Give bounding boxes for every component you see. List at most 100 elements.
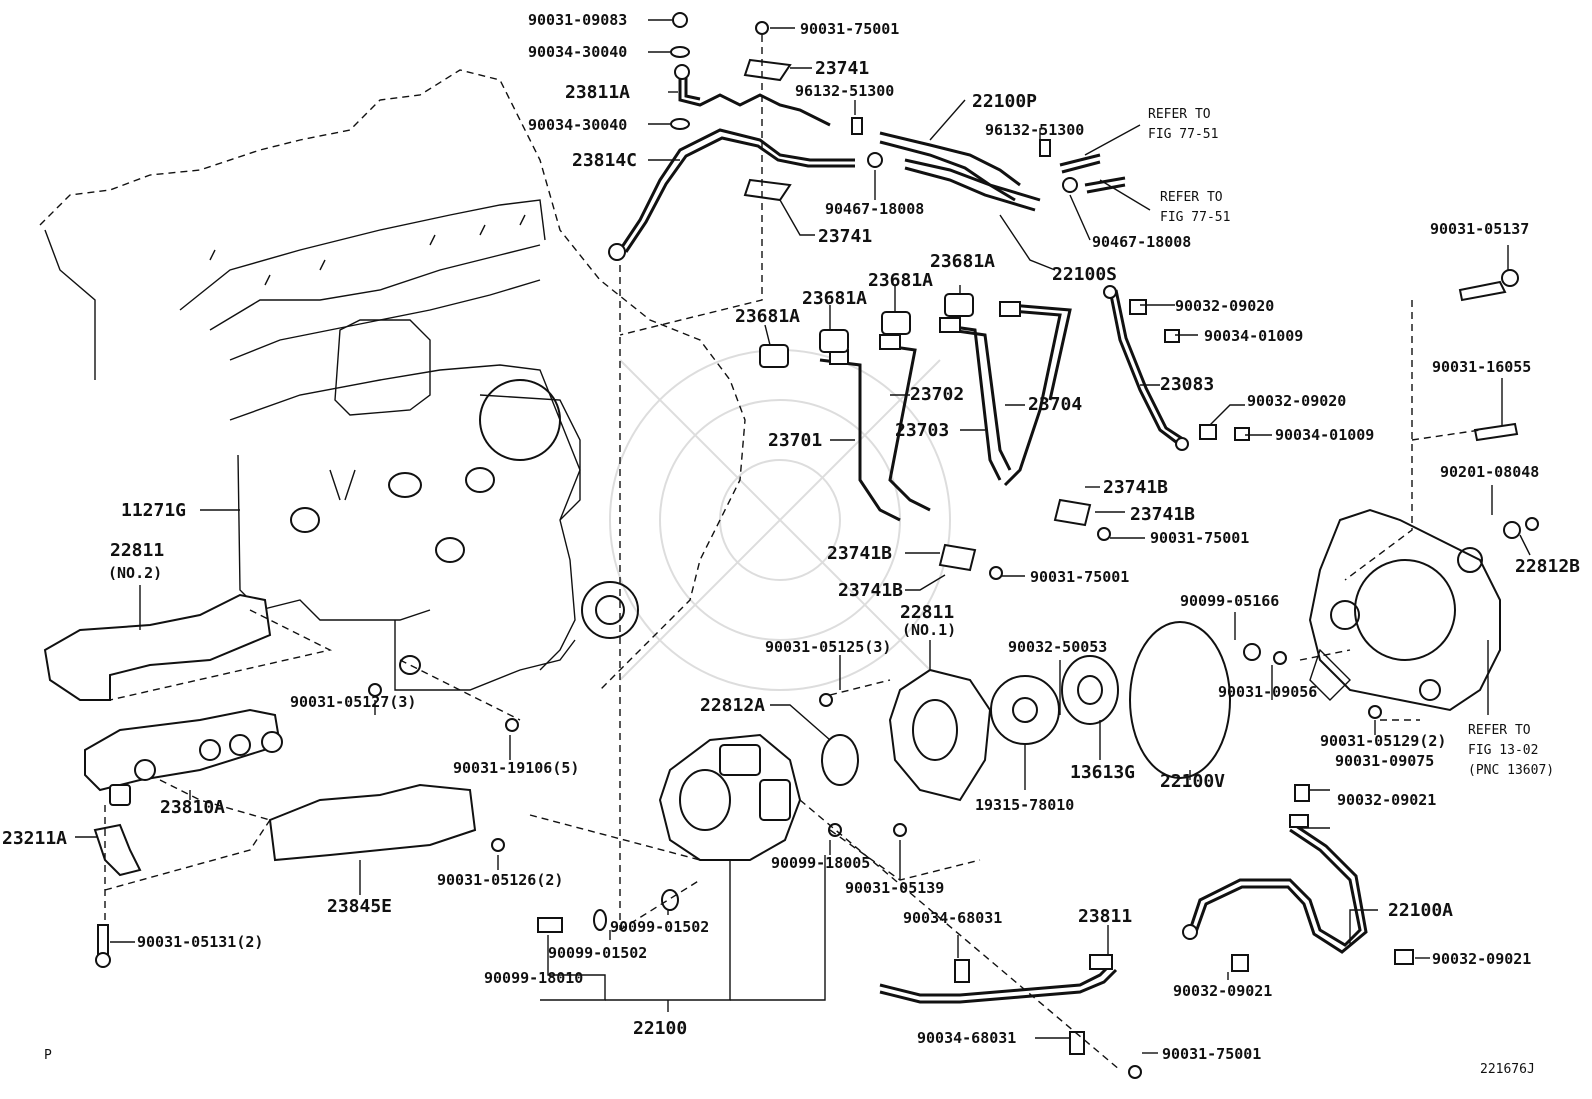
small-fasteners — [95, 12, 1539, 1079]
label-90031-05139: 90031-05139 — [845, 879, 944, 897]
label-90031-75001-bot: 90031-75001 — [1162, 1045, 1261, 1063]
label-23681A-2: 23681A — [868, 270, 933, 291]
hose-22100P — [879, 131, 1041, 212]
label-23083: 23083 — [1160, 374, 1214, 395]
label-23741-mid: 23741 — [818, 226, 872, 247]
label-90032-09021-b: 90032-09021 — [1432, 950, 1531, 968]
label-no1: (NO.1) — [902, 621, 956, 639]
label-90467-18008-b: 90467-18008 — [1092, 233, 1191, 251]
label-90034-68031-a: 90034-68031 — [903, 909, 1002, 927]
label-90099-01502-a: 90099-01502 — [610, 918, 709, 936]
bracket-22811-no1 — [888, 668, 992, 802]
label-22100: 22100 — [633, 1018, 687, 1039]
label-23811: 23811 — [1078, 906, 1132, 927]
label-90031-19106: 90031-19106(5) — [453, 759, 579, 777]
label-90031-75001-b: 90031-75001 — [1030, 568, 1129, 586]
gear-13613G — [1061, 655, 1119, 725]
label-no2: (NO.2) — [108, 564, 162, 582]
label-90032-50053: 90032-50053 — [1008, 638, 1107, 656]
label-refer-2a: REFER TO — [1160, 190, 1223, 205]
label-23681A-1: 23681A — [930, 251, 995, 272]
label-90099-18010: 90099-18010 — [484, 969, 583, 987]
label-90034-01009-a: 90034-01009 — [1204, 327, 1303, 345]
label-22812A: 22812A — [700, 695, 765, 716]
label-23741B-3: 23741B — [827, 543, 892, 564]
label-23211A: 23211A — [2, 828, 67, 849]
clamps-23741 — [743, 58, 1092, 572]
label-90031-09056: 90031-09056 — [1218, 683, 1317, 701]
label-23703: 23703 — [895, 420, 949, 441]
oring-22100V — [1129, 621, 1231, 779]
label-23811A: 23811A — [565, 82, 630, 103]
label-90099-18005: 90099-18005 — [771, 854, 870, 872]
label-96132-51300-b: 96132-51300 — [985, 121, 1084, 139]
hose-stubs-right — [1059, 153, 1126, 194]
pipe-22100A — [1182, 824, 1368, 954]
label-refer-3a: REFER TO — [1468, 723, 1531, 738]
label-23704: 23704 — [1028, 394, 1082, 415]
label-90031-75001-mid: 90031-75001 — [1150, 529, 1249, 547]
label-23845E: 23845E — [327, 896, 392, 917]
label-p-marker: P — [44, 1048, 52, 1063]
label-22100A: 22100A — [1388, 900, 1453, 921]
label-refer-1a: REFER TO — [1148, 107, 1211, 122]
label-23741-top: 23741 — [815, 58, 869, 79]
label-90467-18008-a: 90467-18008 — [825, 200, 924, 218]
fuel-pipe-23811A — [674, 64, 831, 127]
dashed-alignment-lines — [104, 35, 1481, 1071]
bracket-23211A — [93, 823, 142, 877]
label-96132-51300-a: 96132-51300 — [795, 82, 894, 100]
label-diagram-code: 221676J — [1480, 1062, 1535, 1077]
label-13613G: 13613G — [1070, 762, 1135, 783]
label-90032-09021-c: 90032-09021 — [1173, 982, 1272, 1000]
label-23702: 23702 — [910, 384, 964, 405]
label-23681A-3: 23681A — [802, 288, 867, 309]
label-90031-16055: 90031-16055 — [1432, 358, 1531, 376]
nozzle-holders-23681A — [759, 293, 974, 368]
label-22100P: 22100P — [972, 91, 1037, 112]
label-90031-09075: 90031-09075 — [1335, 752, 1434, 770]
label-19315-78010: 19315-78010 — [975, 796, 1074, 814]
label-refer-1b: FIG 77-51 — [1148, 127, 1218, 142]
label-22811-no2: 22811 — [110, 540, 164, 561]
label-23741B-1: 23741B — [1103, 477, 1168, 498]
engine-block-outline — [39, 69, 746, 691]
label-90031-05127: 90031-05127(3) — [290, 693, 416, 711]
label-90099-01502-b: 90099-01502 — [548, 944, 647, 962]
gear-19315-78010 — [990, 675, 1060, 745]
label-22811-no1: 22811 — [900, 602, 954, 623]
label-23701: 23701 — [768, 430, 822, 451]
fuel-pipe-23814C — [608, 128, 855, 261]
label-11271G: 11271G — [121, 500, 186, 521]
label-90031-09083: 90031-09083 — [528, 11, 627, 29]
label-90099-05166: 90099-05166 — [1180, 592, 1279, 610]
label-90034-68031-b: 90034-68031 — [917, 1029, 1016, 1047]
label-22100V: 22100V — [1160, 771, 1225, 792]
sensor-block-23810A — [84, 708, 283, 806]
label-23810A: 23810A — [160, 797, 225, 818]
fuel-pipe-23083 — [1103, 285, 1189, 451]
label-23741B-2: 23741B — [1130, 504, 1195, 525]
bracket-22811-no2 — [43, 593, 272, 701]
part-labels: 90031-09083 90031-75001 90034-30040 2374… — [2, 11, 1580, 1077]
label-23681A-4: 23681A — [735, 306, 800, 327]
cover-23845E — [268, 783, 477, 862]
label-90034-01009-b: 90034-01009 — [1275, 426, 1374, 444]
label-22100S: 22100S — [1052, 264, 1117, 285]
label-23814C: 23814C — [572, 150, 637, 171]
label-90032-09021-a: 90032-09021 — [1337, 791, 1436, 809]
label-90201-08048: 90201-08048 — [1440, 463, 1539, 481]
supply-pump-22100 — [658, 733, 802, 861]
leader-lines — [75, 19, 1531, 1054]
label-90034-30040-a: 90034-30040 — [528, 43, 627, 61]
label-refer-2b: FIG 77-51 — [1160, 210, 1230, 225]
pump-housing-right — [1308, 508, 1501, 712]
label-90034-30040-b: 90034-30040 — [528, 116, 627, 134]
label-22812B: 22812B — [1515, 556, 1580, 577]
oring-22812A — [821, 734, 859, 786]
pipe-23811 — [879, 954, 1118, 1004]
label-refer-3b: FIG 13-02 — [1468, 743, 1538, 758]
label-90031-05137: 90031-05137 — [1430, 220, 1529, 238]
label-refer-3c: (PNC 13607) — [1468, 763, 1554, 778]
